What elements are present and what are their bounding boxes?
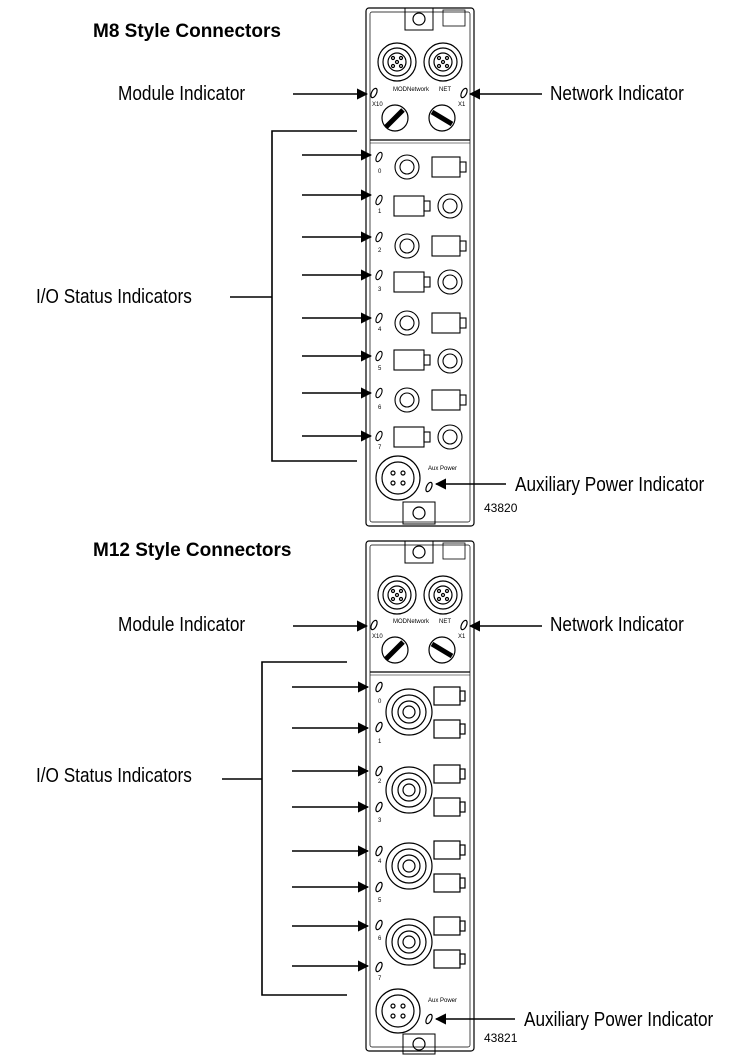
m12-io-connector-2-3 bbox=[385, 764, 466, 817]
m12-ch-6: 6 bbox=[378, 936, 382, 942]
m8-io-status-label: I/O Status Indicators bbox=[36, 286, 192, 308]
m12-io-connector-6-7 bbox=[385, 916, 466, 969]
m8-aux-power-text: Aux Power bbox=[428, 466, 457, 472]
m8-network-connector-left bbox=[377, 42, 417, 82]
m8-io-rows bbox=[375, 151, 467, 450]
m12-channel-numbers: 0 1 2 3 4 5 6 7 bbox=[378, 699, 382, 982]
m12-ch-5: 5 bbox=[378, 898, 382, 904]
m12-network-connector-right bbox=[423, 575, 463, 615]
m8-network-connector-right bbox=[423, 42, 463, 82]
m12-title: M12 Style Connectors bbox=[93, 540, 292, 561]
m8-ch-2: 2 bbox=[378, 248, 382, 254]
m8-rotary-switch-x10 bbox=[381, 104, 409, 132]
m8-io-row-6 bbox=[375, 387, 467, 413]
m12-aux-power-led bbox=[425, 1013, 433, 1025]
m8-ch-0: 0 bbox=[378, 169, 382, 175]
m12-network-text: Network bbox=[407, 619, 430, 625]
m12-io-connector-0-1 bbox=[385, 686, 466, 739]
m8-network-indicator-led bbox=[460, 87, 468, 99]
m12-ch-3: 3 bbox=[378, 818, 382, 824]
m8-ch-4: 4 bbox=[378, 327, 382, 333]
m8-io-row-2 bbox=[375, 231, 467, 259]
m8-module-indicator-led bbox=[370, 87, 378, 99]
m12-module-indicator-led bbox=[370, 619, 378, 631]
m8-ch-3: 3 bbox=[378, 287, 382, 293]
m8-ch-5: 5 bbox=[378, 366, 382, 372]
m12-rotary-switch-x1 bbox=[428, 636, 456, 664]
m8-device-text: MOD Network NET X10 X1 Aux Power bbox=[372, 87, 466, 472]
m12-io-bracket bbox=[261, 661, 347, 996]
m12-network-indicator-led bbox=[460, 619, 468, 631]
m12-module-indicator-label: Module Indicator bbox=[118, 614, 246, 636]
m12-callouts bbox=[222, 620, 542, 1025]
m8-ch-7: 7 bbox=[378, 445, 382, 451]
m12-ch-1: 1 bbox=[378, 739, 382, 745]
m8-network-indicator-label: Network Indicator bbox=[550, 83, 684, 105]
m8-aux-power-label: Auxiliary Power Indicator bbox=[515, 474, 705, 496]
m8-io-row-7 bbox=[375, 424, 463, 450]
m12-ch-0: 0 bbox=[378, 699, 382, 705]
m8-x1-text: X1 bbox=[458, 102, 466, 108]
m8-mod-text: MOD bbox=[393, 87, 408, 93]
m12-ch-2: 2 bbox=[378, 779, 382, 785]
m8-ch-6: 6 bbox=[378, 405, 382, 411]
m8-aux-power-led bbox=[425, 481, 433, 493]
m8-ch-1: 1 bbox=[378, 209, 382, 215]
m8-callouts bbox=[230, 88, 542, 490]
m8-io-row-4 bbox=[375, 310, 467, 336]
m12-aux-power-connector bbox=[375, 988, 421, 1034]
m8-channel-numbers: 0 1 2 3 4 5 6 7 bbox=[378, 169, 382, 451]
m8-io-row-3 bbox=[375, 269, 463, 295]
m12-x10-text: X10 bbox=[372, 634, 383, 640]
m12-module bbox=[365, 540, 475, 1055]
m12-network-indicator-label: Network Indicator bbox=[550, 614, 684, 636]
m8-io-bracket bbox=[271, 130, 357, 462]
m8-io-row-0 bbox=[375, 151, 467, 180]
m12-aux-power-label: Auxiliary Power Indicator bbox=[524, 1009, 714, 1031]
m8-network-text: Network bbox=[407, 87, 430, 93]
m12-figure-number: 43821 bbox=[484, 1031, 518, 1045]
m8-module-indicator-label: Module Indicator bbox=[118, 83, 246, 105]
m8-io-row-1 bbox=[375, 193, 463, 219]
m12-ch-7: 7 bbox=[378, 976, 382, 982]
m12-net-text: NET bbox=[439, 619, 451, 625]
m12-rotary-switch-x10 bbox=[381, 636, 409, 664]
m8-figure-number: 43820 bbox=[484, 501, 518, 515]
m8-rotary-switch-x1 bbox=[428, 104, 456, 132]
m8-io-row-5 bbox=[375, 348, 463, 374]
m12-ch-4: 4 bbox=[378, 859, 382, 865]
m12-io-status-label: I/O Status Indicators bbox=[36, 765, 192, 787]
m12-device-text: MOD Network NET X10 X1 Aux Power bbox=[372, 619, 466, 1004]
m8-title: M8 Style Connectors bbox=[93, 21, 281, 42]
m8-module bbox=[365, 7, 475, 527]
m12-network-connector-left bbox=[377, 575, 417, 615]
m8-net-text: NET bbox=[439, 87, 451, 93]
m12-io-connector-4-5 bbox=[385, 840, 466, 893]
m12-x1-text: X1 bbox=[458, 634, 466, 640]
m8-x10-text: X10 bbox=[372, 102, 383, 108]
m12-mod-text: MOD bbox=[393, 619, 408, 625]
m8-aux-power-connector bbox=[375, 455, 421, 501]
m12-aux-power-text: Aux Power bbox=[428, 998, 457, 1004]
